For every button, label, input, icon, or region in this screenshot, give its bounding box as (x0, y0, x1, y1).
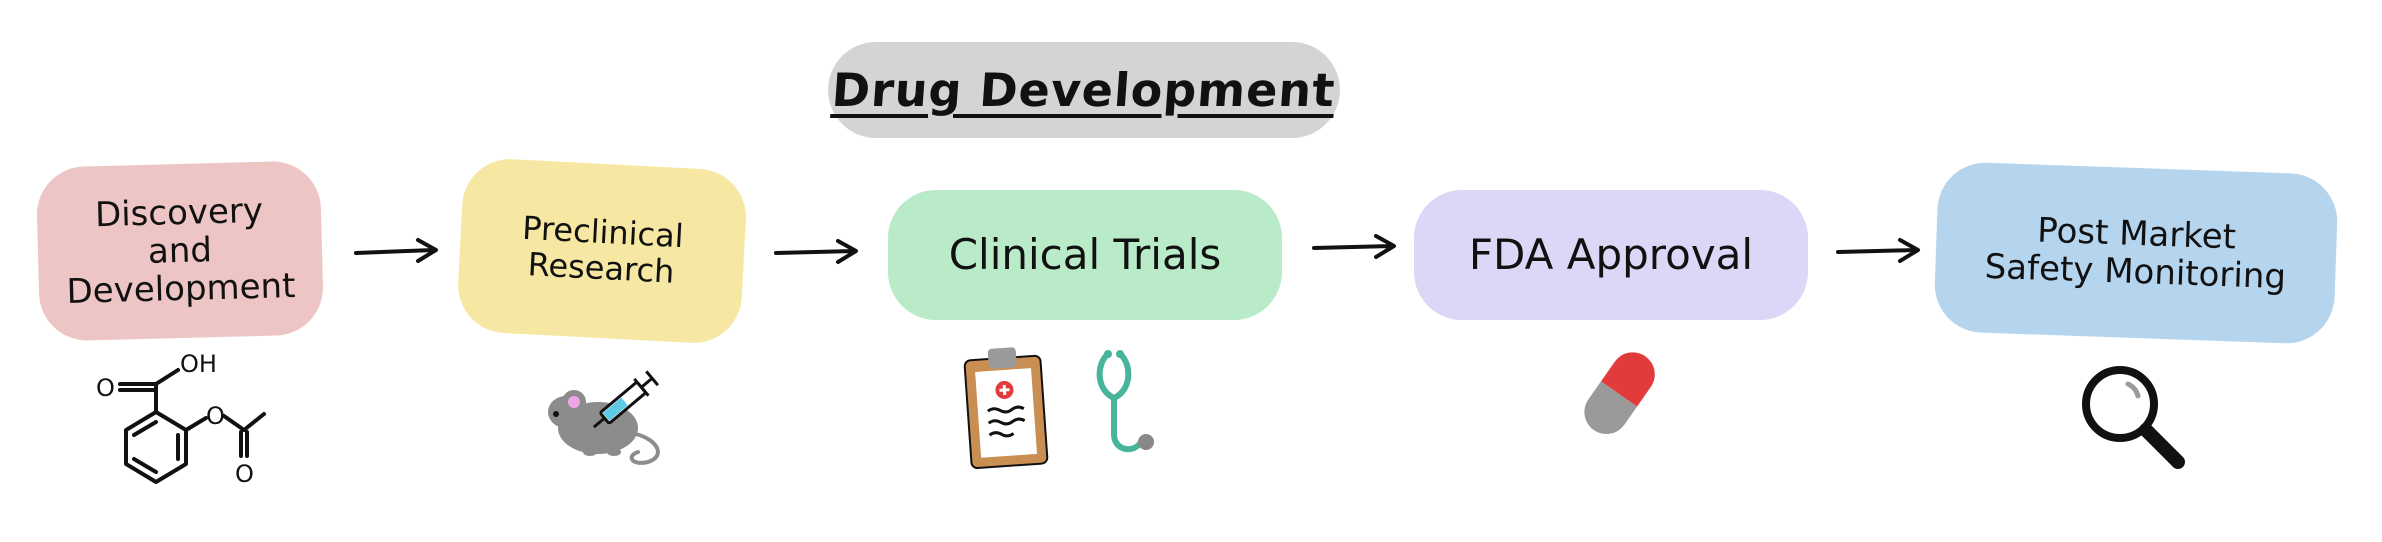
mouse-syringe-icon (548, 370, 660, 465)
magnifying-glass-icon (2082, 366, 2185, 469)
molecule-label-oh: OH (180, 352, 217, 378)
molecule-label-o: O (235, 460, 254, 488)
clipboard-stethoscope-icon (963, 347, 1154, 470)
stage-label: Preclinical Research (521, 208, 685, 291)
arrow-right-icon (1312, 234, 1396, 259)
stage-preclinical-research: Preclinical Research (455, 156, 749, 346)
stage-post-market-safety-monitoring: Post Market Safety Monitoring (1933, 161, 2339, 345)
molecule-label-o: O (206, 402, 225, 430)
molecule-label-o: O (96, 374, 115, 402)
arrow-right-icon (1836, 238, 1920, 263)
aspirin-molecule-icon: OH O O O (96, 352, 266, 488)
pill-icon (1584, 352, 1655, 434)
stage-label: FDA Approval (1468, 230, 1754, 280)
stage-label: Clinical Trials (948, 230, 1222, 280)
stage-label: Post Market Safety Monitoring (1984, 210, 2287, 298)
stage-discovery-and-development: Discovery and Development (35, 160, 325, 342)
stage-clinical-trials: Clinical Trials (888, 190, 1282, 320)
stage-label: Discovery and Development (66, 190, 296, 313)
title-pill: Drug Development (828, 42, 1340, 138)
stage-fda-approval: FDA Approval (1414, 190, 1808, 320)
arrow-right-icon (774, 239, 858, 264)
arrow-right-icon (354, 238, 438, 263)
diagram-title: Drug Development (830, 63, 1338, 117)
